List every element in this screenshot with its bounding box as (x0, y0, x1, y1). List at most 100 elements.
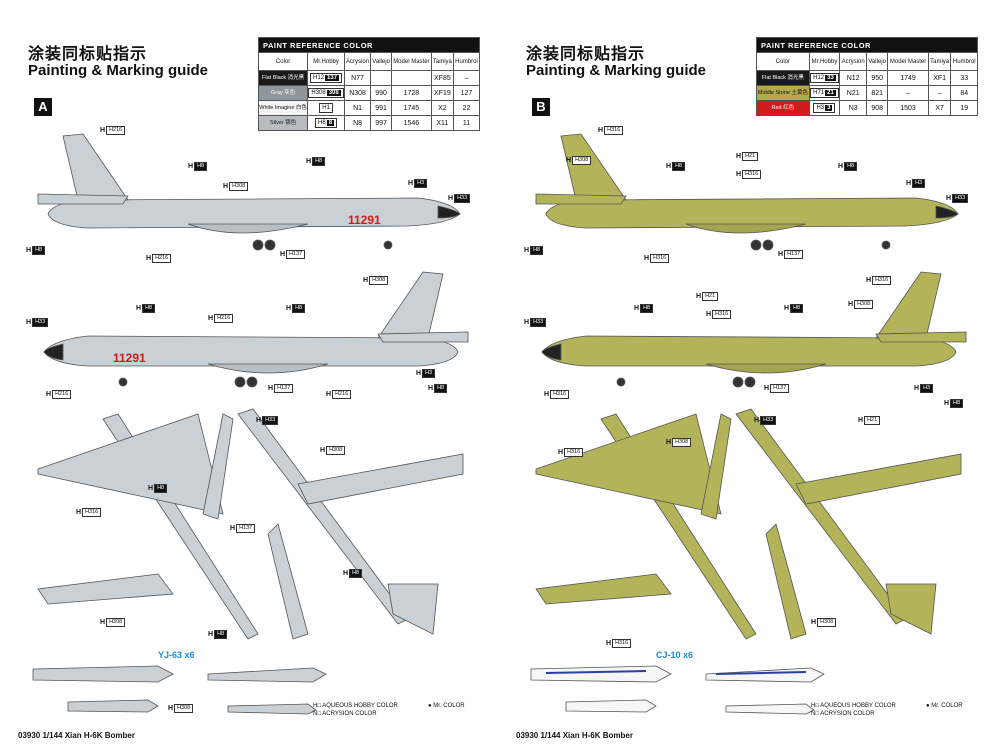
mr-hobby-code: H8 (318, 120, 326, 126)
color-name: White Imagine 白色 (257, 100, 309, 116)
top-view-upper (37, 413, 259, 640)
tamiya-code: – (927, 85, 952, 101)
tamiya-code: XF85 (430, 70, 454, 86)
acrysion-code: N308 (343, 85, 372, 101)
col-tamiya: Tamiya (927, 52, 952, 71)
paint-table-title: PAINT REFERENCE COLOR (258, 37, 480, 53)
modelmaster-code: 1503 (887, 100, 929, 116)
vallejo-code: 950 (866, 70, 889, 86)
weapon-label: CJ-10 x6 (656, 650, 694, 660)
mr-hobby-code: H71 (813, 90, 825, 96)
col-vallejo: Vallejo (866, 52, 889, 71)
top-view-lower (237, 408, 464, 640)
color-name: Red 红色 (756, 100, 810, 116)
color-name: Flat Black 消光黑 (257, 70, 309, 86)
col-mrhobby: Mr.Hobby (307, 52, 345, 71)
side-view-port (43, 271, 469, 388)
mr-color-code: 21 (825, 90, 836, 96)
paint-table-title: PAINT REFERENCE COLOR (756, 37, 978, 53)
col-modelmaster: Model Master (887, 52, 929, 71)
humbrol-code: 84 (950, 85, 978, 101)
legend-acrysion: N□ ACRYSION COLOR (313, 711, 377, 717)
legend-mr-color: ● Mr. COLOR (926, 703, 963, 709)
mr-color-code: 137 (325, 75, 340, 81)
col-humbrol: Humbrol (452, 52, 481, 71)
color-name: Silver 银色 (257, 115, 309, 131)
side-view-port (541, 271, 967, 388)
modelmaster-code: – (887, 85, 929, 101)
color-name: Middle Stone 土黄色 (756, 85, 810, 101)
title-cn: 涂装同标贴指示 (526, 46, 646, 63)
tamiya-code: XF1 (927, 70, 952, 86)
mr-hobby-code: H1 (322, 105, 330, 111)
aircraft-drawings (530, 133, 967, 715)
tamiya-code: X11 (430, 115, 454, 131)
tail-number-port: 11291 (113, 351, 146, 365)
modelmaster-code: 1728 (390, 85, 432, 101)
top-view-lower (735, 408, 962, 640)
vallejo-code (370, 70, 392, 86)
variant-badge: A (34, 98, 52, 116)
mr-color-code: 308 (326, 90, 341, 96)
humbrol-code: 19 (950, 100, 978, 116)
weapon-label: YJ-63 x6 (158, 650, 195, 660)
top-view-upper (535, 413, 757, 640)
tail-number-side: 11291 (348, 213, 381, 227)
col-vallejo: Vallejo (370, 52, 392, 71)
acrysion-code: N8 (343, 115, 372, 131)
mr-color-code: 8 (326, 120, 335, 126)
col-color: Color (257, 52, 309, 71)
acrysion-code: N21 (839, 85, 868, 101)
missile-drawings (32, 665, 327, 715)
vallejo-code: 997 (370, 115, 392, 131)
color-name: Gray 灰色 (257, 85, 309, 101)
col-acrysion: Acrysion (839, 52, 868, 71)
acrysion-code: N12 (839, 70, 868, 86)
mr-hobby-code: H12 (313, 75, 325, 81)
humbrol-code: 33 (950, 70, 978, 86)
mr-hobby-code: H308 (311, 90, 326, 96)
title-en: Painting & Marking guide (28, 62, 209, 79)
footer-product: 03930 1/144 Xian H-6K Bomber (516, 731, 633, 740)
side-view-starboard (535, 133, 959, 251)
modelmaster-code (390, 70, 432, 86)
